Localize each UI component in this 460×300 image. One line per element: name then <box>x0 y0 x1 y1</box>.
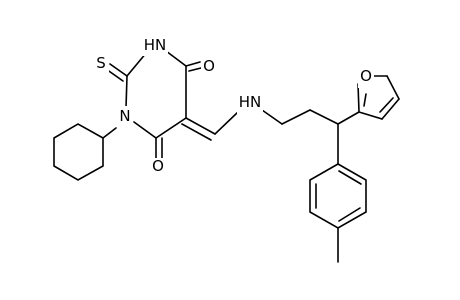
atom-thione-s: S <box>96 54 106 72</box>
atom-carbonyl-o-top: O <box>203 57 215 75</box>
bond-c5-ch-a <box>185 117 216 135</box>
bond-n1-c2 <box>125 75 128 109</box>
bond-n1-cy <box>102 127 117 139</box>
furan-c3-c4 <box>381 98 400 120</box>
tolyl-ring <box>309 163 367 229</box>
bond-c5-ch-b <box>181 123 212 141</box>
furan-o-c2 <box>357 83 360 113</box>
furan-c3-c4-inner <box>379 97 394 113</box>
bond-c4-o-a <box>185 61 201 67</box>
atom-furan-o: O <box>360 67 372 85</box>
atom-ring-nh: HN <box>144 36 167 54</box>
bond-ch-nh <box>214 111 239 135</box>
furan-c2-c3-inner <box>363 93 367 107</box>
atom-ring-n: N <box>119 107 130 125</box>
bond-c2-s-a <box>109 63 128 77</box>
atom-carbonyl-o-bottom: O <box>152 157 164 175</box>
bonds <box>53 47 400 263</box>
bond-c1-c2 <box>281 109 311 125</box>
furan-c4-c5 <box>386 75 400 100</box>
bond-c6-n1 <box>133 121 157 139</box>
atom-amine-nh: HN <box>239 93 262 111</box>
bond-c4-o-b <box>188 67 202 72</box>
bond-c5-c6 <box>155 117 187 139</box>
tolyl-inner-1 <box>338 170 362 185</box>
bond-ch-furan <box>337 111 360 125</box>
tolyl-inner-2 <box>338 207 361 222</box>
atom-labels: HN O S N O HN O <box>93 36 374 178</box>
furan-c2-c3 <box>358 111 383 120</box>
bond-c2-ch <box>309 109 339 125</box>
bond-nh-c1 <box>261 109 283 125</box>
cyclohexyl-ring <box>53 123 104 181</box>
